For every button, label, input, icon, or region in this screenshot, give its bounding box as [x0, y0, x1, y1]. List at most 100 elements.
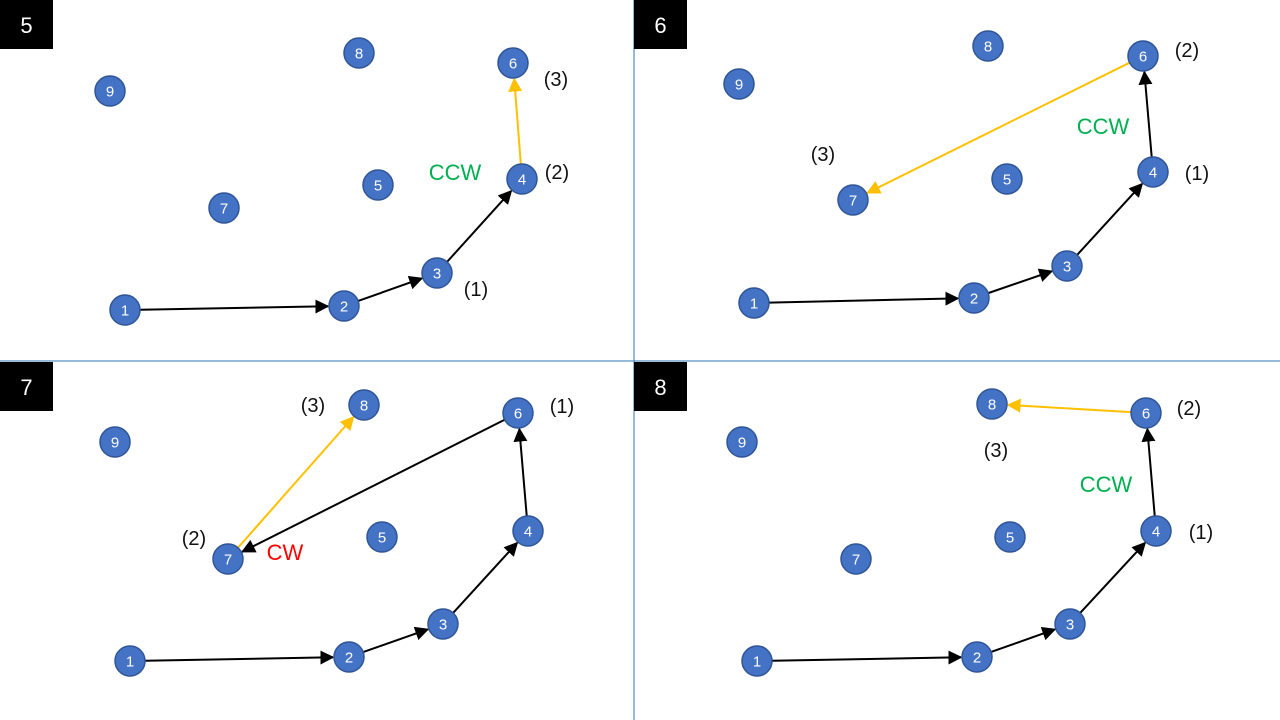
node-circle [1051, 250, 1083, 282]
node-5: 5 [991, 163, 1023, 195]
node-circle [502, 397, 534, 429]
node-circle [837, 184, 869, 216]
node-label: 3 [439, 617, 447, 634]
edge-2-to-3 [362, 626, 430, 653]
panel-number-badge: 5 [0, 0, 53, 49]
node-circle [1054, 608, 1086, 640]
edge-2-to-3 [357, 275, 424, 302]
node-circle [741, 645, 773, 677]
edge-3-to-4 [1079, 541, 1147, 614]
node-circle [497, 47, 529, 79]
edge-2-to-3 [987, 268, 1054, 295]
node-circle [958, 282, 990, 314]
step-label: (3) [984, 440, 1008, 462]
node-4: 4 [506, 163, 538, 195]
node-circle [99, 426, 131, 458]
node-5: 5 [366, 521, 398, 553]
node-circle [972, 30, 1004, 62]
edge-1-to-2 [768, 291, 960, 306]
edge-4-to-6 [1141, 427, 1156, 517]
node-label: 3 [433, 266, 441, 283]
node-label: 8 [988, 397, 996, 414]
edge-4-to-6 [513, 427, 528, 517]
node-3: 3 [427, 608, 459, 640]
panel-number-badge: 6 [634, 0, 687, 49]
node-circle [348, 389, 380, 421]
node-circle [726, 426, 758, 458]
badge-background [634, 362, 687, 411]
node-label: 9 [735, 77, 743, 94]
node-label: 2 [973, 650, 981, 667]
edge-3-to-4 [1076, 182, 1144, 256]
node-circle [328, 290, 360, 322]
node-6: 6 [1130, 397, 1162, 429]
node-circle [362, 169, 394, 201]
panel-number: 8 [654, 375, 666, 400]
node-circle [94, 75, 126, 107]
edge-1-to-2 [771, 650, 963, 665]
panel-number: 5 [20, 13, 32, 38]
node-label: 6 [514, 406, 522, 423]
node-label: 5 [1003, 172, 1011, 189]
step-label: (2) [182, 528, 206, 550]
node-8: 8 [972, 30, 1004, 62]
node-5: 5 [362, 169, 394, 201]
node-circle [333, 641, 365, 673]
node-9: 9 [94, 75, 126, 107]
node-label: 4 [1149, 165, 1157, 182]
node-label: 4 [1152, 524, 1160, 541]
node-2: 2 [958, 282, 990, 314]
node-2: 2 [333, 641, 365, 673]
node-label: 2 [340, 299, 348, 316]
node-1: 1 [738, 287, 770, 319]
direction-label: CCW [1077, 114, 1130, 139]
node-label: 1 [750, 296, 758, 313]
node-circle [991, 163, 1023, 195]
edge-3-to-4 [446, 189, 513, 263]
node-circle [994, 521, 1026, 553]
node-1: 1 [109, 294, 141, 326]
node-8: 8 [343, 37, 375, 69]
badge-background [634, 0, 687, 49]
node-label: 8 [355, 46, 363, 63]
step-label: (2) [545, 162, 569, 184]
node-label: 7 [852, 552, 860, 569]
panel-number: 6 [654, 13, 666, 38]
step-label: (2) [1177, 398, 1201, 420]
node-9: 9 [99, 426, 131, 458]
node-circle [506, 163, 538, 195]
node-4: 4 [512, 515, 544, 547]
node-7: 7 [208, 192, 240, 224]
node-label: 5 [378, 530, 386, 547]
node-label: 6 [1139, 49, 1147, 66]
node-5: 5 [994, 521, 1026, 553]
node-label: 7 [220, 201, 228, 218]
edge-4-to-6 [1138, 70, 1153, 158]
node-circle [212, 543, 244, 575]
badge-background [0, 362, 53, 411]
node-circle [961, 641, 993, 673]
node-2: 2 [328, 290, 360, 322]
node-1: 1 [741, 645, 773, 677]
step-label: (1) [550, 396, 574, 418]
node-label: 3 [1066, 617, 1074, 634]
edge-1-to-2 [139, 299, 330, 314]
node-circle [840, 543, 872, 575]
node-circle [427, 608, 459, 640]
step-label: (1) [1185, 163, 1209, 185]
node-label: 9 [738, 435, 746, 452]
node-label: 6 [1142, 406, 1150, 423]
node-3: 3 [1051, 250, 1083, 282]
node-circle [738, 287, 770, 319]
node-label: 5 [374, 178, 382, 195]
step-label: (2) [1175, 40, 1199, 62]
node-4: 4 [1137, 156, 1169, 188]
node-label: 8 [360, 398, 368, 415]
node-9: 9 [726, 426, 758, 458]
node-label: 8 [984, 39, 992, 56]
node-label: 2 [345, 650, 353, 667]
